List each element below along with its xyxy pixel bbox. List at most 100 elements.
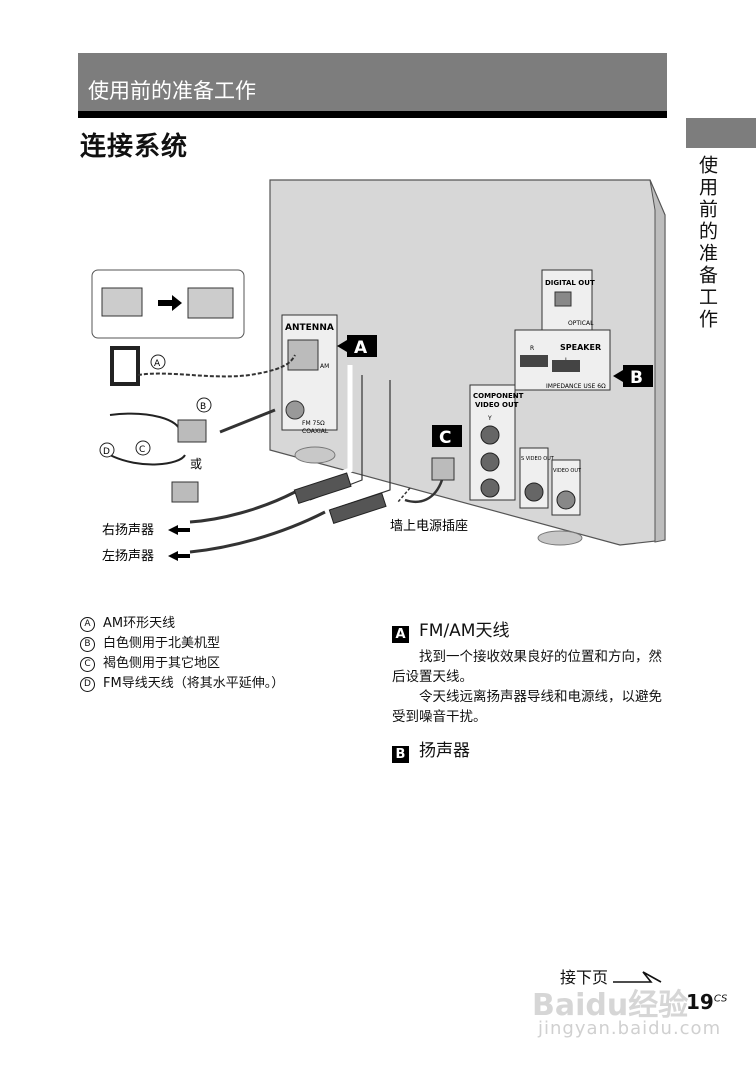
speaker-plug-right [293, 472, 352, 504]
legend-mark: D [80, 677, 95, 692]
component-y-label: Y [487, 415, 492, 422]
unit-foot-right [537, 530, 583, 546]
callout-b-pointer [613, 370, 623, 382]
speaker-l-terminal [552, 360, 580, 372]
circle-c-text: C [139, 445, 145, 455]
header-rule [78, 111, 667, 118]
callout-a-box [347, 335, 377, 357]
video-jack [556, 490, 576, 510]
fm-lead-wire-2 [109, 454, 186, 466]
component-jack-y [480, 425, 500, 445]
next-page-arrow-icon [613, 971, 662, 983]
callout-a-text: A [354, 338, 368, 358]
legend-item: C 褐色侧用于其它地区 [80, 654, 284, 674]
circle-d [99, 442, 115, 458]
section-a-body: 找到一个接收效果良好的位置和方向，然后设置天线。 令天线远离扬声器导线和电源线，… [392, 647, 667, 727]
legend-text: AM环形天线 [103, 616, 176, 631]
circle-d-text: D [103, 447, 110, 457]
circle-b [196, 397, 212, 413]
right-speaker-arrow [168, 525, 190, 535]
impedance-label: IMPEDANCE USE 6Ω [546, 383, 606, 390]
legend-mark: B [80, 637, 95, 652]
callout-c-box [432, 425, 462, 447]
watermark-logo: Baidu经验 [532, 988, 689, 1023]
wall-outlet-label: 墙上电源插座 [390, 519, 468, 534]
next-page-indicator: 接下页 [560, 964, 663, 988]
section-header-bar: 使用前的准备工作 [78, 53, 667, 111]
legend-list: A AM环形天线 B 白色侧用于北美机型 C 褐色侧用于其它地区 D FM导线天线（将其… [80, 614, 284, 694]
page-number-suffix: CS [713, 993, 728, 1005]
legend-text: 褐色侧用于其它地区 [103, 656, 221, 671]
speaker-label: SPEAKER [560, 343, 601, 352]
side-tab-label: 使用前的准备工作 [696, 155, 718, 331]
left-speaker-arrow [168, 551, 190, 561]
circle-a [150, 354, 166, 370]
legend-text: 白色侧用于北美机型 [103, 636, 221, 651]
component-jack-pr [480, 478, 500, 498]
digital-out-label: DIGITAL OUT [545, 279, 595, 287]
coaxial-label: COAXIAL [302, 428, 329, 435]
fm-adapter-b [177, 419, 207, 443]
callout-b-text: B [630, 368, 643, 388]
fm-adapter-alt [171, 481, 199, 503]
section-b-mark: B [392, 746, 409, 763]
callout-b-box [623, 365, 653, 387]
optical-label: OPTICAL [568, 320, 594, 327]
page-number: 19CS [686, 990, 727, 1014]
video-out-label: VIDEO OUT [553, 468, 582, 474]
circle-c [135, 440, 151, 456]
speaker-r-label: R [530, 345, 534, 352]
legend-item: B 白色侧用于北美机型 [80, 634, 284, 654]
fm-lead-wire-1 [109, 412, 181, 433]
speaker-r-terminal [520, 355, 548, 367]
right-speaker-label: 右扬声器 [102, 523, 154, 538]
component-label: COMPONENT [473, 392, 524, 400]
power-inlet [431, 457, 455, 481]
am-antenna-stand-2 [187, 287, 234, 319]
speaker-plug-left [328, 492, 387, 524]
or-label: 或 [190, 457, 202, 471]
section-speakers: B 扬声器 [392, 736, 470, 763]
am-antenna-wire [137, 354, 296, 378]
fm-insert-arrow [219, 408, 276, 434]
power-cord [404, 479, 444, 504]
video-out-label-1: VIDEO OUT [475, 401, 519, 409]
am-antenna-stand-1 [101, 287, 143, 317]
section-a-title: FM/AM天线 [419, 621, 510, 641]
connection-diagram: ANTENNA AM FM 75Ω COAXIAL A DIGITAL OUT … [91, 179, 666, 564]
s-video-jack [524, 482, 544, 502]
watermark-url: jingyan.baidu.com [538, 1018, 722, 1039]
side-tab-marker [686, 118, 756, 148]
legend-item: D FM导线天线（将其水平延伸。） [80, 674, 284, 694]
circle-b-text: B [200, 402, 206, 412]
legend-mark: C [80, 657, 95, 672]
section-a-paragraph: 找到一个接收效果良好的位置和方向，然后设置天线。 [392, 649, 662, 685]
antenna-label: ANTENNA [285, 323, 334, 333]
legend-item: A AM环形天线 [80, 614, 284, 634]
callout-c-text: C [439, 428, 451, 448]
section-b-heading: B 扬声器 [392, 736, 470, 763]
section-a-heading: A FM/AM天线 [392, 616, 667, 643]
section-b-title: 扬声器 [419, 741, 470, 761]
legend-mark: A [80, 617, 95, 632]
section-a-paragraph: 令天线远离扬声器导线和电源线，以避免受到噪音干扰。 [392, 689, 662, 725]
next-page-label: 接下页 [560, 968, 609, 987]
am-loop-antenna [110, 346, 140, 386]
am-terminal [287, 339, 319, 371]
s-video-label: S VIDEO OUT [521, 456, 555, 462]
power-cord-arrow [397, 487, 411, 503]
fm-label: FM 75Ω [302, 420, 325, 427]
fm-coaxial-jack [285, 400, 305, 420]
am-label: AM [320, 363, 329, 370]
speaker-wire-tail-left [189, 510, 326, 554]
section-a-mark: A [392, 626, 409, 643]
unit-foot-left [294, 446, 336, 464]
component-jack-pb [480, 452, 500, 472]
circle-a-text: A [154, 359, 161, 369]
legend-text: FM导线天线（将其水平延伸。） [103, 676, 285, 691]
page-number-value: 19 [686, 990, 714, 1014]
inset-arrow [158, 295, 182, 311]
page-title: 连接系统 [80, 132, 189, 162]
section-title: 使用前的准备工作 [88, 79, 256, 103]
unit-side-edge [649, 179, 666, 543]
